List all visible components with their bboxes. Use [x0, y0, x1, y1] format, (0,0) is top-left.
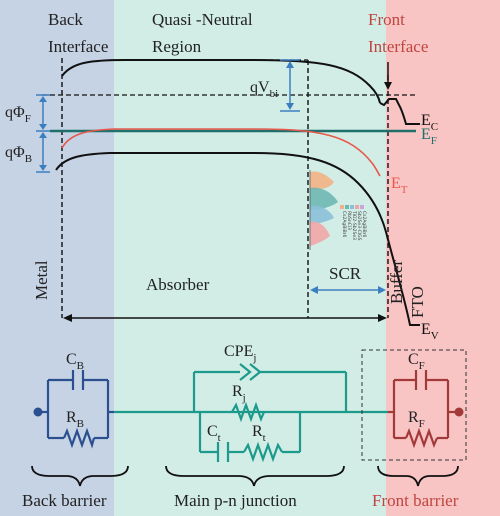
qphif-arrow-head-bottom: [39, 124, 47, 130]
defect-density-inset: Cs2AgBiBr6 RbSnCl3 TiO2-Sb2Se3 Sb2Se3-CI…: [309, 170, 367, 250]
front-barrier-label: Front barrier: [372, 491, 459, 510]
inset-legend-text-5: Cs2AgBiBr6: [361, 211, 367, 238]
rj-resistor: [231, 401, 266, 423]
back-rc-resistor: [62, 427, 96, 449]
et-label: ET: [391, 175, 408, 196]
quasi-neutral-title-2: Region: [152, 37, 202, 56]
back-barrier-label: Back barrier: [22, 491, 107, 510]
metal-label: Metal: [32, 260, 51, 300]
front-interface-title: Front: [368, 10, 405, 29]
main-junction-label: Main p-n junction: [174, 491, 297, 510]
scr-arrow-right: [378, 286, 386, 294]
buffer-label: Buffer: [387, 260, 406, 304]
back-terminal-dot: [33, 407, 43, 417]
front-terminal-dot: [454, 407, 464, 417]
main-junction-brace: [165, 465, 345, 487]
front-barrier-rc: [388, 370, 456, 449]
inset-legend-text-1: Cs2AgBiBr6: [341, 211, 347, 238]
inset-peak-orange: [310, 171, 334, 190]
qphif-arrow-head-top: [39, 96, 47, 102]
scr-label: SCR: [329, 264, 362, 283]
inset-legend-swatch-5: [360, 205, 364, 209]
cpe-label: CPEj: [224, 343, 256, 364]
absorber-arrow-right: [378, 314, 387, 322]
fto-label: FTO: [408, 286, 427, 318]
absorber-arrow-left: [63, 314, 72, 322]
main-junction-network: [192, 363, 348, 463]
inset-peak-teal: [310, 187, 338, 210]
back-interface-title: Back: [48, 10, 83, 29]
inset-legend-swatch-2: [345, 205, 349, 209]
rb-label: RB: [66, 409, 84, 430]
ev-label: EV: [421, 321, 439, 342]
inset-legend-swatch-4: [355, 205, 359, 209]
qphib-arrow-head-top: [39, 132, 47, 138]
cb-label: CB: [66, 351, 84, 372]
back-barrier-brace: [31, 465, 129, 487]
ct-label: Ct: [207, 423, 221, 444]
front-interface-arrow-head: [384, 82, 392, 90]
rt-label: Rt: [252, 423, 266, 444]
front-rc-resistor: [404, 427, 439, 449]
qvbi-label: qVbi: [250, 79, 278, 100]
front-interface-title-2: Interface: [368, 37, 428, 56]
inset-legend-text-2: RbSnCl3: [346, 211, 352, 230]
qphib-arrow-head-bottom: [39, 165, 47, 171]
cpe-chevron-1: [239, 363, 252, 381]
inset-peak-pink: [310, 221, 330, 246]
absorber-label: Absorber: [146, 275, 210, 294]
back-interface-title-2: Interface: [48, 37, 108, 56]
valence-band-curve: [55, 152, 420, 326]
conduction-band-curve: [61, 59, 381, 104]
quasi-neutral-title: Quasi -Neutral: [152, 10, 253, 29]
cf-label: CF: [408, 351, 425, 372]
middle-region-bg: [114, 0, 386, 516]
front-barrier-brace: [377, 465, 459, 487]
qphib-label: qΦB: [5, 144, 32, 165]
rt-resistor: [243, 441, 283, 463]
front-barrier-dashed-box: [361, 349, 467, 461]
rj-label: Rj: [232, 383, 246, 404]
back-barrier-rc: [40, 370, 114, 449]
rf-label: RF: [408, 409, 425, 430]
trap-level-curve: [61, 128, 381, 177]
back-region-bg: [0, 0, 114, 516]
inset-legend-swatch-1: [340, 205, 344, 209]
inset-legend: Cs2AgBiBr6 RbSnCl3 TiO2-Sb2Se3 Sb2Se3-CI…: [340, 205, 367, 241]
front-region-bg: [386, 0, 500, 516]
inset-legend-swatch-3: [350, 205, 354, 209]
inset-peak-blue: [310, 205, 334, 224]
qvbi-arrow-head-bottom: [286, 103, 294, 110]
qphif-label: qΦF: [5, 104, 31, 125]
conduction-band-buffer-step: [379, 98, 420, 125]
ef-label: EF: [421, 126, 437, 147]
inset-legend-text-3: TiO2-Sb2Se3: [351, 210, 357, 240]
qvbi-arrow-head-top: [286, 61, 294, 68]
scr-arrow-left: [310, 286, 318, 294]
inset-legend-text-4: Sb2Se3-CIGS: [356, 211, 362, 241]
ec-label: EC: [421, 112, 438, 133]
